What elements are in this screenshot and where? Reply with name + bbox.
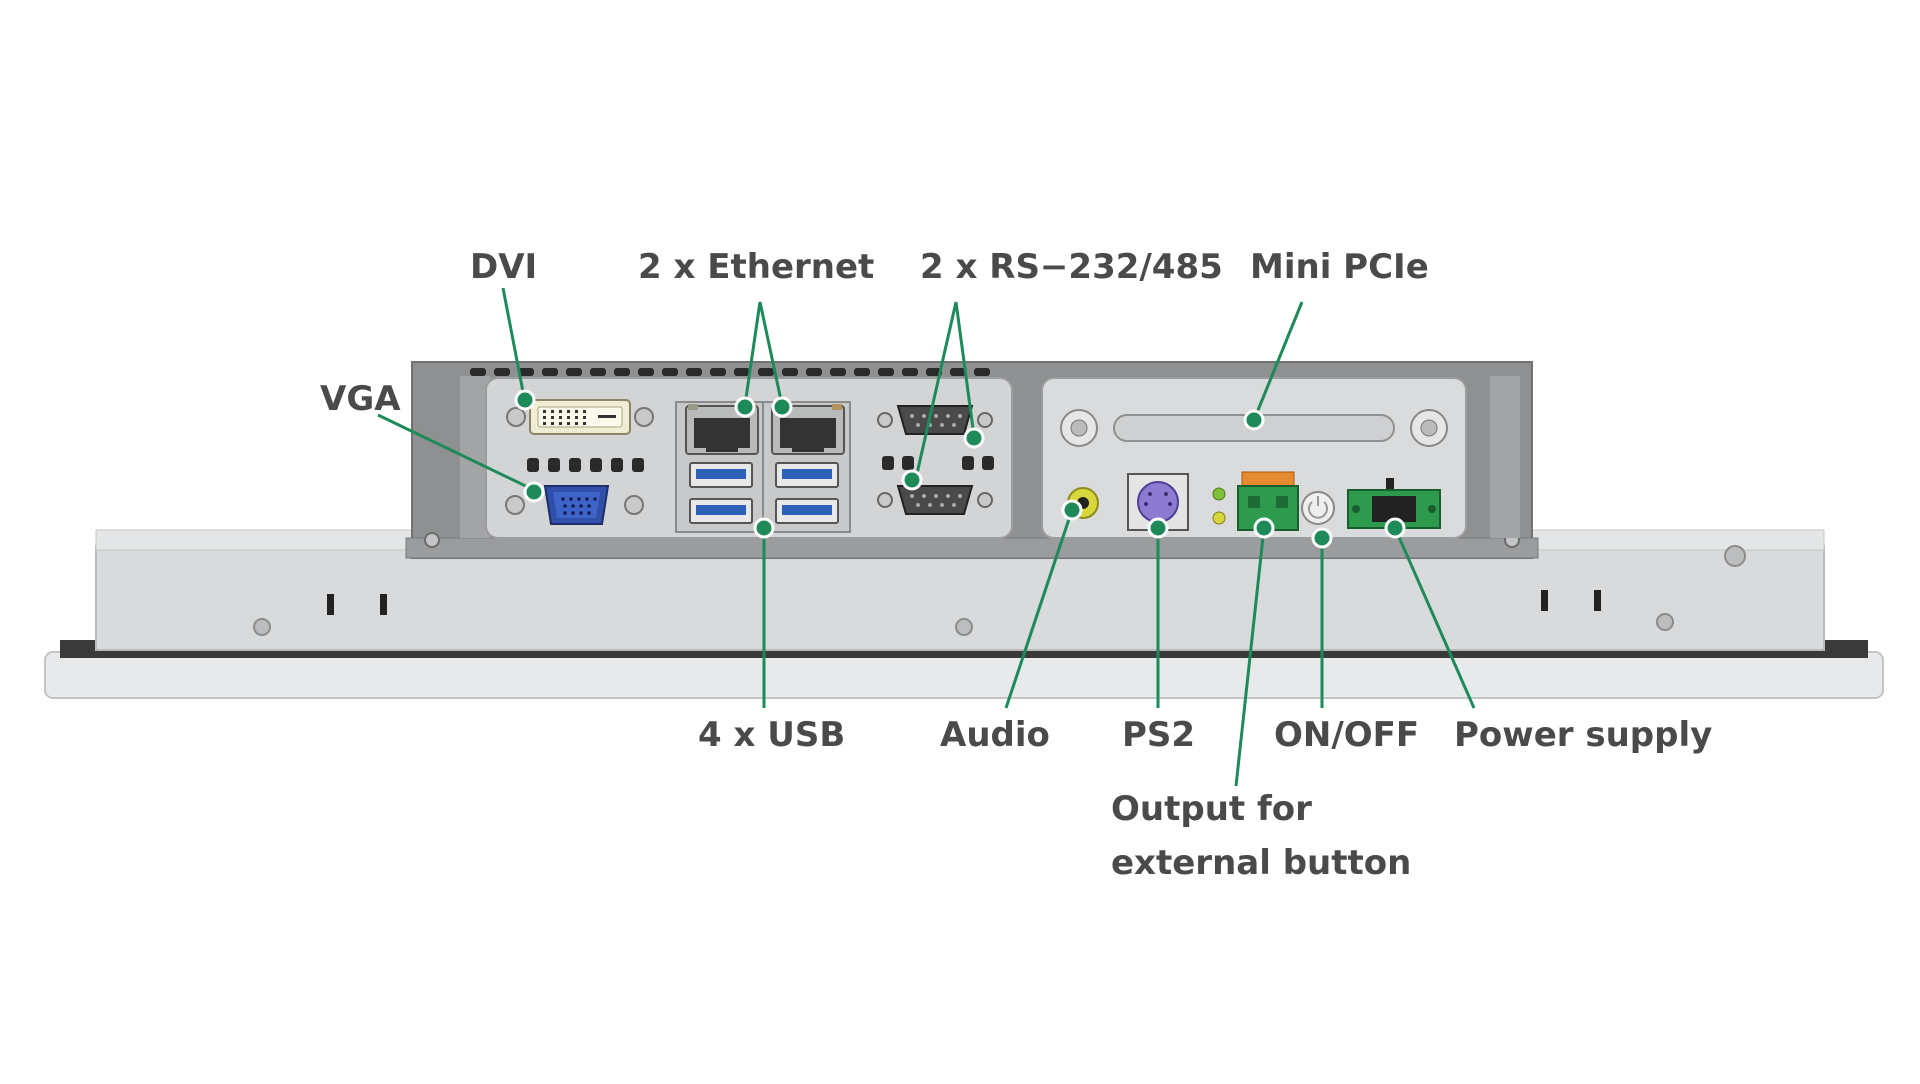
vent-slots-serial: [882, 456, 994, 470]
dot-power-supply: [1384, 517, 1406, 539]
dot-usb: [753, 517, 775, 539]
leader-dvi: [501, 287, 526, 398]
callout-lines: [377, 287, 1476, 787]
dot-external-button: [1253, 517, 1275, 539]
ethernet-port-1: [685, 404, 759, 455]
dot-ethernet-2: [771, 396, 793, 418]
dot-ethernet-1: [734, 396, 756, 418]
dot-ps2: [1147, 517, 1169, 539]
status-leds: [1212, 487, 1226, 525]
leader-audio: [1004, 509, 1074, 709]
leader-ethernet-1: [743, 301, 762, 406]
leader-serial-2: [954, 301, 976, 437]
vga-port: [505, 485, 644, 525]
leader-mini-pcie: [1252, 301, 1304, 421]
usb-port-4: [775, 498, 839, 524]
label-mini-pcie: Mini PCIe: [1250, 247, 1429, 287]
dot-vga: [523, 481, 545, 503]
leader-vga: [377, 413, 535, 492]
label-usb: 4 x USB: [698, 715, 846, 755]
label-audio: Audio: [940, 715, 1050, 755]
dot-mini-pcie: [1243, 409, 1265, 431]
usb-port-3: [775, 462, 839, 488]
vent-slots-left: [527, 458, 644, 472]
label-vga: VGA: [320, 379, 401, 419]
dvi-port: [506, 399, 654, 435]
serial-port-1: [877, 405, 993, 435]
usb-port-2: [689, 498, 753, 524]
label-on-off: ON/OFF: [1274, 715, 1420, 755]
dot-dvi: [514, 389, 536, 411]
external-button-terminal: [1237, 471, 1299, 531]
dot-on-off: [1311, 527, 1333, 549]
callout-dots: [514, 389, 1406, 549]
serial-port-2: [877, 485, 993, 515]
label-power-supply: Power supply: [1454, 715, 1713, 755]
leader-external-button: [1234, 527, 1266, 787]
dot-serial-2: [901, 469, 923, 491]
label-dvi: DVI: [470, 247, 538, 287]
dot-serial-1: [963, 427, 985, 449]
leader-power-supply: [1393, 527, 1476, 709]
label-external-button: Output for external button: [1111, 789, 1412, 883]
usb-port-1: [689, 462, 753, 488]
label-serial: 2 x RS−232/485: [920, 247, 1223, 287]
label-ethernet: 2 x Ethernet: [638, 247, 875, 287]
label-ps2: PS2: [1122, 715, 1196, 755]
leader-ethernet-2: [758, 301, 784, 406]
dot-audio: [1061, 499, 1083, 521]
power-button: [1301, 491, 1335, 525]
leader-serial-1: [914, 301, 958, 479]
